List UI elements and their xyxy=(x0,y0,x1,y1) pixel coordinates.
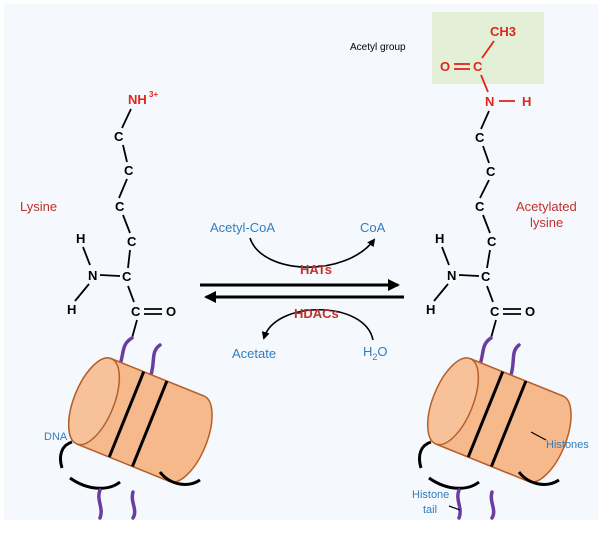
dna-strand xyxy=(417,440,432,469)
bond xyxy=(121,108,132,129)
histone-tail-label-line2: tail xyxy=(423,504,437,516)
dna-strand xyxy=(69,476,121,490)
bond xyxy=(433,283,449,302)
bond xyxy=(122,144,128,163)
acetylated-lysine-title-line1: Acetylated xyxy=(516,199,577,214)
acetylated-lysine-molecule: CH3 C O N H C C C C C N H H C O xyxy=(426,24,535,339)
bond xyxy=(441,246,450,266)
lysine-carbon-3: C xyxy=(115,199,125,214)
lysine-carbon-1: C xyxy=(114,129,124,144)
reverse-curved-arrow xyxy=(261,308,374,341)
reaction-arrows xyxy=(200,237,404,341)
forward-curved-arrow xyxy=(249,237,376,268)
acetyl-coa-label: Acetyl-CoA xyxy=(210,220,275,235)
acetate-label: Acetate xyxy=(232,346,276,361)
water-label: H2O xyxy=(363,344,388,362)
lysine-title: Lysine xyxy=(20,199,57,214)
dna-wrap xyxy=(490,380,528,467)
bond xyxy=(482,145,490,164)
bond xyxy=(127,249,131,269)
histone-tail xyxy=(508,343,521,380)
right-nucleosome xyxy=(417,336,572,520)
lysine-oxygen: O xyxy=(166,304,176,319)
hdacs-label: HDACs xyxy=(294,306,339,321)
bond xyxy=(480,110,490,130)
bond xyxy=(479,179,490,199)
lysine-molecule: NH 3+ C C C C C N H H C O xyxy=(67,90,176,339)
acetyl-lysine-carbon-2: C xyxy=(486,164,496,179)
histones-pointer xyxy=(530,431,547,441)
acetyl-lysine-alpha-carbon: C xyxy=(481,269,491,284)
bond xyxy=(481,40,495,59)
hats-label: HATs xyxy=(300,262,332,277)
dna-wrap xyxy=(466,371,505,458)
dna-strand xyxy=(58,440,73,469)
dna-strand xyxy=(517,471,560,486)
dna-strand xyxy=(158,471,201,486)
bond xyxy=(480,74,489,93)
acetyl-nitrogen: N xyxy=(485,94,494,109)
acetyl-carbon: C xyxy=(473,59,483,74)
acetyl-lysine-carbon-3: C xyxy=(475,199,485,214)
acetyl-hydrogen: H xyxy=(522,94,531,109)
lysine-hydrogen-bottom: H xyxy=(67,302,76,317)
acetyl-lysine-hydrogen-top: H xyxy=(435,231,444,246)
lysine-amine-charge: 3+ xyxy=(149,90,158,99)
histones-label: Histones xyxy=(546,439,589,451)
bond xyxy=(482,214,491,234)
dna-wrap xyxy=(107,371,146,458)
histone-tail xyxy=(456,488,462,520)
lysine-carbon-4: C xyxy=(127,234,137,249)
acetyl-lysine-nitrogen: N xyxy=(447,268,456,283)
coa-label: CoA xyxy=(360,220,386,235)
acetyl-lysine-carbon-1: C xyxy=(475,130,485,145)
acetylated-lysine-title-line2: lysine xyxy=(530,215,563,230)
dna-label: DNA xyxy=(44,431,68,443)
bond xyxy=(458,274,480,277)
histone-tail xyxy=(489,490,496,520)
acetyl-lysine-hydrogen-bottom: H xyxy=(426,302,435,317)
lysine-amine-label: NH xyxy=(128,92,147,107)
lysine-nitrogen: N xyxy=(88,268,97,283)
acetyl-lysine-carbon-4: C xyxy=(487,234,497,249)
histone-tail-label-line1: Histone xyxy=(412,489,449,501)
acetyl-lysine-oxygen: O xyxy=(525,304,535,319)
bond xyxy=(122,214,131,234)
left-nucleosome xyxy=(58,336,213,520)
bond xyxy=(131,319,138,339)
dna-strand xyxy=(428,476,480,490)
bond xyxy=(82,246,91,266)
histone-tail-pointer xyxy=(448,505,461,511)
lysine-hydrogen-top: H xyxy=(76,231,85,246)
bond xyxy=(486,249,491,269)
lysine-carbonyl-carbon: C xyxy=(131,304,141,319)
bond xyxy=(127,285,135,303)
bond xyxy=(74,283,90,302)
bond xyxy=(490,319,497,339)
bond xyxy=(486,285,494,303)
histone-tail xyxy=(130,490,137,520)
bond xyxy=(99,274,121,277)
lysine-carbon-2: C xyxy=(124,163,134,178)
histone-tail xyxy=(97,488,103,520)
lysine-alpha-carbon: C xyxy=(122,269,132,284)
methyl-label: CH3 xyxy=(490,24,516,39)
bond xyxy=(118,178,128,199)
nucleosome-face xyxy=(426,357,480,446)
dna-wrap xyxy=(131,380,169,467)
acetyl-oxygen: O xyxy=(440,59,450,74)
acetyl-lysine-carbonyl-carbon: C xyxy=(490,304,500,319)
acetyl-group-label: Acetyl group xyxy=(350,42,406,53)
